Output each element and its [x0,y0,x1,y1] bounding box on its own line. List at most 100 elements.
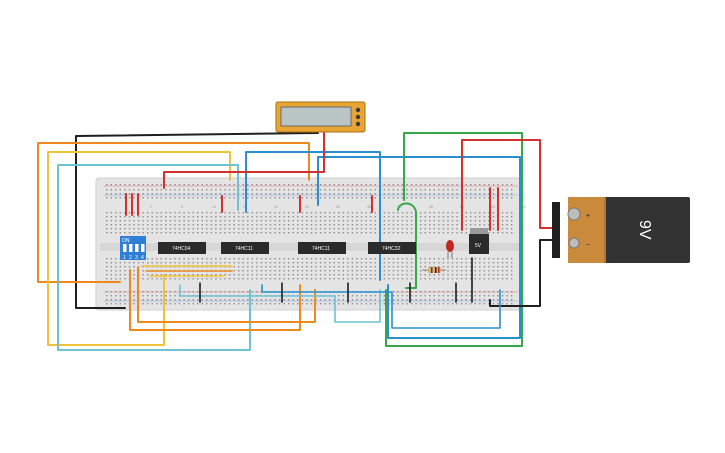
breadboard-hole[interactable] [511,303,513,305]
breadboard-hole[interactable] [247,189,249,191]
breadboard-hole[interactable] [324,220,326,222]
breadboard-hole[interactable] [369,184,372,186]
breadboard-hole[interactable] [201,197,203,199]
breadboard-hole[interactable] [151,258,153,260]
breadboard-hole[interactable] [124,193,126,195]
breadboard-hole[interactable] [283,216,285,218]
breadboard-hole[interactable] [215,216,217,218]
breadboard-hole[interactable] [360,197,363,199]
breadboard-hole[interactable] [228,212,231,214]
breadboard-hole[interactable] [374,295,376,297]
breadboard-hole[interactable] [474,266,476,268]
breadboard-hole[interactable] [219,262,222,264]
breadboard-hole[interactable] [297,270,299,272]
breadboard-hole[interactable] [133,220,135,222]
breadboard-hole[interactable] [492,262,495,264]
breadboard-hole[interactable] [124,212,126,214]
breadboard-hole[interactable] [151,295,153,297]
breadboard-hole[interactable] [315,228,317,230]
breadboard-hole[interactable] [470,270,472,272]
breadboard-hole[interactable] [374,274,376,276]
breadboard-hole[interactable] [110,232,112,234]
breadboard-hole[interactable] [324,228,326,230]
breadboard-hole[interactable] [224,274,226,276]
breadboard-hole[interactable] [479,258,481,260]
breadboard-hole[interactable] [420,197,422,199]
breadboard-hole[interactable] [397,220,399,222]
breadboard-hole[interactable] [483,193,486,195]
breadboard-hole[interactable] [151,216,153,218]
breadboard-hole[interactable] [456,295,458,297]
breadboard-hole[interactable] [206,184,208,186]
breadboard-hole[interactable] [333,270,335,272]
breadboard-hole[interactable] [374,258,376,260]
probe-port-icon[interactable] [355,114,361,120]
breadboard-hole[interactable] [410,274,413,276]
breadboard-hole[interactable] [165,212,167,214]
breadboard-hole[interactable] [119,299,121,301]
breadboard-hole[interactable] [242,224,244,226]
breadboard-hole[interactable] [278,193,281,195]
breadboard-hole[interactable] [251,303,253,305]
breadboard-hole[interactable] [174,291,176,293]
breadboard-hole[interactable] [274,232,276,234]
breadboard-hole[interactable] [156,232,158,234]
breadboard-hole[interactable] [451,184,454,186]
breadboard-hole[interactable] [233,258,235,260]
breadboard-hole[interactable] [433,262,435,264]
breadboard-hole[interactable] [347,212,349,214]
breadboard-hole[interactable] [511,262,513,264]
breadboard-hole[interactable] [197,258,199,260]
breadboard-hole[interactable] [310,197,313,199]
breadboard-hole[interactable] [210,212,213,214]
breadboard-hole[interactable] [351,266,354,268]
breadboard-hole[interactable] [224,189,226,191]
breadboard-hole[interactable] [260,303,263,305]
breadboard-hole[interactable] [451,228,454,230]
breadboard-hole[interactable] [424,295,426,297]
breadboard-hole[interactable] [442,197,445,199]
breadboard-hole[interactable] [247,299,249,301]
breadboard-hole[interactable] [456,278,458,280]
breadboard-hole[interactable] [260,274,263,276]
breadboard-hole[interactable] [429,197,431,199]
breadboard-hole[interactable] [106,184,108,186]
breadboard-hole[interactable] [488,228,490,230]
breadboard-hole[interactable] [142,228,144,230]
breadboard-hole[interactable] [456,262,458,264]
breadboard-hole[interactable] [115,184,117,186]
breadboard-hole[interactable] [420,224,422,226]
breadboard-hole[interactable] [165,232,167,234]
breadboard-hole[interactable] [488,193,490,195]
breadboard-hole[interactable] [474,270,476,272]
battery-9v[interactable]: + − 9V [552,197,690,263]
breadboard-hole[interactable] [456,197,458,199]
breadboard-hole[interactable] [447,228,449,230]
breadboard-hole[interactable] [392,270,395,272]
breadboard-hole[interactable] [429,193,431,195]
breadboard-hole[interactable] [160,295,162,297]
breadboard-hole[interactable] [119,216,121,218]
breadboard-hole[interactable] [356,189,358,191]
breadboard-hole[interactable] [297,303,299,305]
breadboard-hole[interactable] [497,278,499,280]
breadboard-hole[interactable] [124,278,126,280]
breadboard-hole[interactable] [470,184,472,186]
breadboard-hole[interactable] [456,224,458,226]
breadboard-hole[interactable] [511,258,513,260]
breadboard-hole[interactable] [206,224,208,226]
breadboard-hole[interactable] [137,228,140,230]
breadboard-hole[interactable] [483,262,486,264]
breadboard-hole[interactable] [338,232,340,234]
breadboard-hole[interactable] [242,291,244,293]
breadboard-hole[interactable] [474,193,476,195]
breadboard-hole[interactable] [438,184,440,186]
breadboard-hole[interactable] [201,258,203,260]
breadboard-hole[interactable] [501,212,504,214]
breadboard-hole[interactable] [160,184,162,186]
breadboard-hole[interactable] [420,220,422,222]
breadboard-hole[interactable] [365,266,367,268]
breadboard-hole[interactable] [251,291,253,293]
breadboard-hole[interactable] [456,299,458,301]
breadboard-hole[interactable] [192,212,194,214]
